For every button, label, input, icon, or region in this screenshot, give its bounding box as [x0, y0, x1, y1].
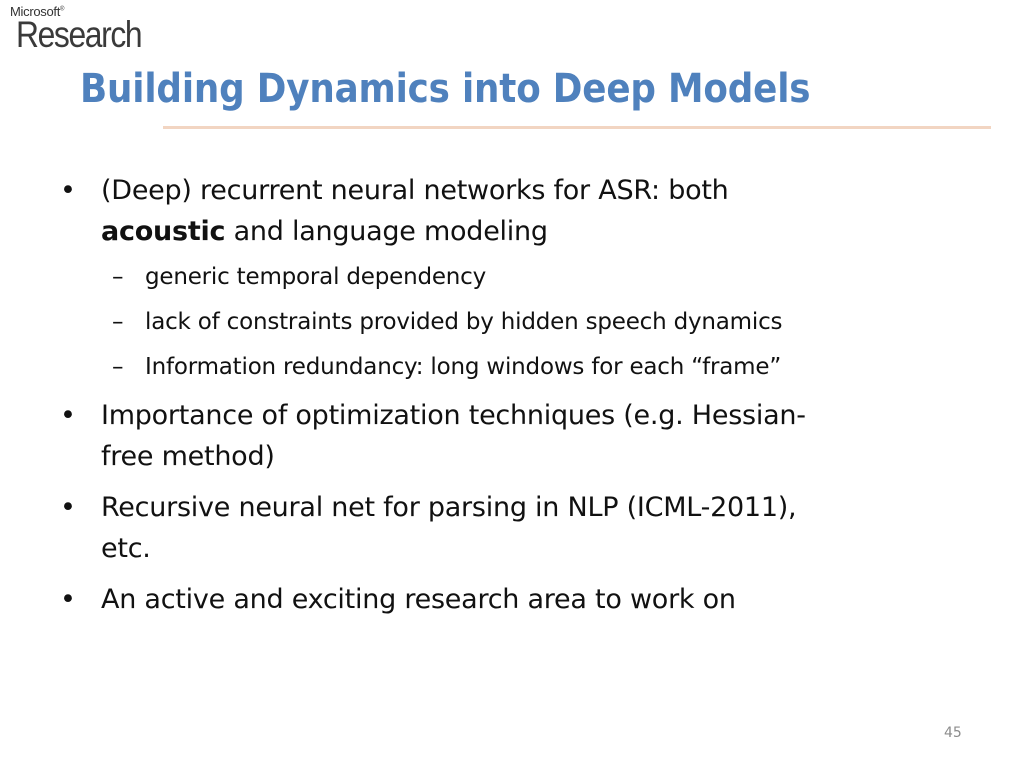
sub-bullet-item: – generic temporal dependency — [60, 260, 960, 294]
bullet-list: • (Deep) recurrent neural networks for A… — [60, 170, 960, 630]
bullet-bold-text: acoustic — [101, 216, 226, 247]
bullet-text: Importance of optimization techniques (e… — [101, 400, 806, 431]
bullet-text: An active and exciting research area to … — [101, 584, 736, 615]
sub-bullet-symbol: – — [112, 264, 124, 290]
sub-bullet-item: – Information redundancy: long windows f… — [60, 350, 960, 384]
bullet-symbol: • — [60, 492, 76, 523]
sub-bullet-symbol: – — [112, 354, 124, 380]
bullet-symbol: • — [60, 584, 76, 615]
bullet-item-optimization: • Importance of optimization techniques … — [60, 395, 960, 477]
sub-bullet-text: Information redundancy: long windows for… — [145, 354, 782, 380]
bullet-symbol: • — [60, 175, 76, 206]
sub-bullet-text: generic temporal dependency — [145, 264, 487, 290]
title-underline — [163, 126, 991, 129]
sub-bullet-item: – lack of constraints provided by hidden… — [60, 305, 960, 339]
bullet-symbol: • — [60, 400, 76, 431]
sub-bullet-text: lack of constraints provided by hidden s… — [145, 309, 783, 335]
bullet-text-continued: and language modeling — [225, 216, 548, 247]
bullet-text-continued: etc. — [101, 533, 151, 564]
bullet-item-rnn: • (Deep) recurrent neural networks for A… — [60, 170, 960, 252]
sub-bullet-list: – generic temporal dependency – lack of … — [60, 260, 960, 384]
bullet-item-research-area: • An active and exciting research area t… — [60, 579, 960, 620]
logo-research-text: Research — [16, 14, 143, 55]
bullet-text: Recursive neural net for parsing in NLP … — [101, 492, 797, 523]
page-number: 45 — [944, 725, 962, 741]
microsoft-research-logo: Microsoft® Research — [10, 4, 170, 56]
bullet-text-continued: free method) — [101, 441, 275, 472]
bullet-item-recursive: • Recursive neural net for parsing in NL… — [60, 487, 960, 569]
slide-title: Building Dynamics into Deep Models — [80, 66, 811, 112]
logo-microsoft-text: Microsoft® — [10, 4, 65, 19]
bullet-text: (Deep) recurrent neural networks for ASR… — [101, 175, 729, 206]
sub-bullet-symbol: – — [112, 309, 124, 335]
